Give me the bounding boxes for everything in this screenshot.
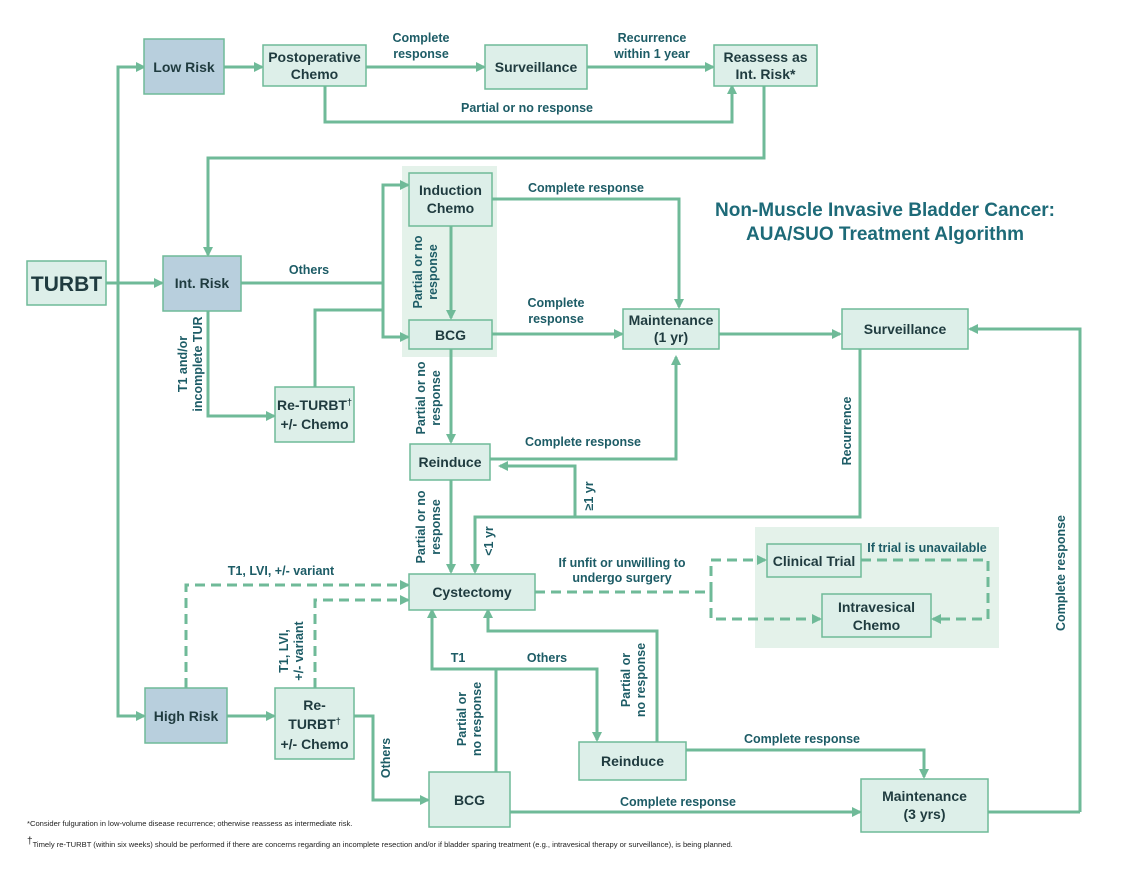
maintenance-1yr-line1: Maintenance xyxy=(629,312,714,328)
induction-chemo-line1: Induction xyxy=(419,182,482,198)
label-partial-reinduce-2: response xyxy=(429,499,443,555)
label-complete-induction: Complete response xyxy=(528,181,644,195)
label-complete-bcg-low: Complete response xyxy=(620,795,736,809)
label-others-low: Others xyxy=(527,651,567,665)
clinical-trial-label: Clinical Trial xyxy=(773,553,855,569)
footnote-dagger-mark: † xyxy=(27,836,33,847)
label-unfit-2: undergo surgery xyxy=(572,571,671,585)
reinduce-mid-node: Reinduce xyxy=(409,443,491,481)
maintenance-3yrs-node: Maintenance (3 yrs) xyxy=(860,778,989,833)
low-risk-label: Low Risk xyxy=(153,59,215,75)
label-partial-reinduce-low-1: Partial or xyxy=(619,653,633,707)
surveillance-mid-node: Surveillance xyxy=(841,308,969,350)
reassess-line2: Int. Risk* xyxy=(736,66,796,82)
returbt-high-line2: TURBT† xyxy=(288,716,340,732)
reinduce-low-node: Reinduce xyxy=(578,741,687,781)
maintenance-1yr-node: Maintenance (1 yr) xyxy=(622,308,720,350)
label-t1-incomplete-2: incomplete TUR xyxy=(191,316,205,411)
bcg-low-label: BCG xyxy=(454,792,485,808)
induction-chemo-line2: Chemo xyxy=(427,200,474,216)
cystectomy-node: Cystectomy xyxy=(408,573,536,611)
label-complete-bcg-2: response xyxy=(528,312,584,326)
label-complete-bcg-1: Complete xyxy=(528,296,585,310)
label-partial-reinduce-low-2: no response xyxy=(634,643,648,717)
int-risk-node: Int. Risk xyxy=(162,255,242,312)
reinduce-mid-label: Reinduce xyxy=(418,454,481,470)
diagram-title-line2: AUA/SUO Treatment Algorithm xyxy=(746,224,1024,245)
label-t1-lvi-vertical-1: T1, LVI, xyxy=(277,629,291,673)
returbt-high-dagger: † xyxy=(336,716,341,726)
bcg-mid-label: BCG xyxy=(435,327,466,343)
low-risk-node: Low Risk xyxy=(143,38,225,95)
postoperative-chemo-node: Postoperative Chemo xyxy=(262,44,367,87)
surveillance-top-label: Surveillance xyxy=(495,59,578,75)
label-recurrence-1: Recurrence xyxy=(618,31,687,45)
reinduce-low-label: Reinduce xyxy=(601,753,664,769)
intravesical-chemo-line1: Intravesical xyxy=(838,599,915,615)
label-recurrence-vertical: Recurrence xyxy=(840,397,854,466)
returbt-high-node: Re- TURBT† +/- Chemo xyxy=(274,687,355,760)
label-partial-bcg-2: response xyxy=(429,370,443,426)
label-complete-response-top-1: Complete xyxy=(393,31,450,45)
label-partial-low-1: Partial or xyxy=(455,692,469,746)
label-partial-low-2: no response xyxy=(470,682,484,756)
label-lt1yr: <1 yr xyxy=(482,526,496,556)
clinical-trial-node: Clinical Trial xyxy=(766,543,862,578)
surveillance-mid-label: Surveillance xyxy=(864,321,947,337)
label-recurrence-2: within 1 year xyxy=(613,47,690,61)
label-partial-induction-1: Partial or no xyxy=(411,235,425,308)
int-risk-label: Int. Risk xyxy=(175,275,230,291)
label-partial-induction-2: response xyxy=(426,244,440,300)
label-t1-lvi-vertical-2: +/- variant xyxy=(292,620,306,680)
label-complete-reinduce: Complete response xyxy=(525,435,641,449)
returbt-high-text: TURBT xyxy=(288,716,336,732)
returbt-int-text: Re-TURBT xyxy=(277,397,347,413)
intravesical-chemo-line2: Chemo xyxy=(853,617,900,633)
postoperative-chemo-line1: Postoperative xyxy=(268,49,361,65)
turbt-label: TURBT xyxy=(31,273,102,296)
returbt-int-node: Re-TURBT† +/- Chemo xyxy=(274,386,355,443)
bcg-mid-node: BCG xyxy=(408,319,493,350)
footnote-star: *Consider fulguration in low-volume dise… xyxy=(27,819,352,828)
label-t1-lvi-variant: T1, LVI, +/- variant xyxy=(228,564,335,578)
high-risk-node: High Risk xyxy=(144,687,228,744)
label-t1-low: T1 xyxy=(451,651,466,665)
connectors xyxy=(106,62,1082,817)
label-complete-reinduce-low: Complete response xyxy=(744,732,860,746)
returbt-high-line3: +/- Chemo xyxy=(280,736,348,752)
postoperative-chemo-line2: Chemo xyxy=(291,66,338,82)
surveillance-top-node: Surveillance xyxy=(484,44,588,90)
maintenance-3yrs-line2: (3 yrs) xyxy=(903,806,945,822)
label-partial-reinduce-1: Partial or no xyxy=(414,490,428,563)
label-partial-top: Partial or no response xyxy=(461,101,593,115)
induction-chemo-node: Induction Chemo xyxy=(408,172,493,227)
returbt-int-dagger: † xyxy=(347,397,352,407)
high-risk-label: High Risk xyxy=(154,708,219,724)
label-unfit-1: If unfit or unwilling to xyxy=(558,556,685,570)
cystectomy-label: Cystectomy xyxy=(432,584,512,600)
footnote-dagger-line: †Timely re-TURBT (within six weeks) shou… xyxy=(27,836,733,849)
label-complete-response-vertical: Complete response xyxy=(1054,515,1068,631)
diagram-title-line1: Non-Muscle Invasive Bladder Cancer: xyxy=(715,200,1055,221)
footnote-dagger-text: Timely re-TURBT (within six weeks) shoul… xyxy=(33,840,733,849)
label-trial-unavailable: If trial is unavailable xyxy=(867,541,987,555)
label-partial-bcg-1: Partial or no xyxy=(414,361,428,434)
dashed-connectors xyxy=(184,555,990,688)
returbt-int-line1: Re-TURBT† xyxy=(277,397,352,413)
maintenance-1yr-line2: (1 yr) xyxy=(654,329,688,345)
returbt-high-line1: Re- xyxy=(303,697,326,713)
maintenance-3yrs-line1: Maintenance xyxy=(882,788,967,804)
intravesical-chemo-node: Intravesical Chemo xyxy=(821,593,932,638)
label-others-high: Others xyxy=(379,738,393,778)
returbt-int-line2: +/- Chemo xyxy=(280,416,348,432)
label-gt1yr: ≥1 yr xyxy=(582,481,596,510)
bcg-low-node: BCG xyxy=(428,771,511,828)
label-t1-incomplete-1: T1 and/or xyxy=(176,336,190,392)
label-others-int: Others xyxy=(289,263,329,277)
reassess-node: Reassess as Int. Risk* xyxy=(713,44,818,87)
turbt-node: TURBT xyxy=(26,260,107,306)
label-complete-response-top-2: response xyxy=(393,47,449,61)
reassess-line1: Reassess as xyxy=(723,49,807,65)
